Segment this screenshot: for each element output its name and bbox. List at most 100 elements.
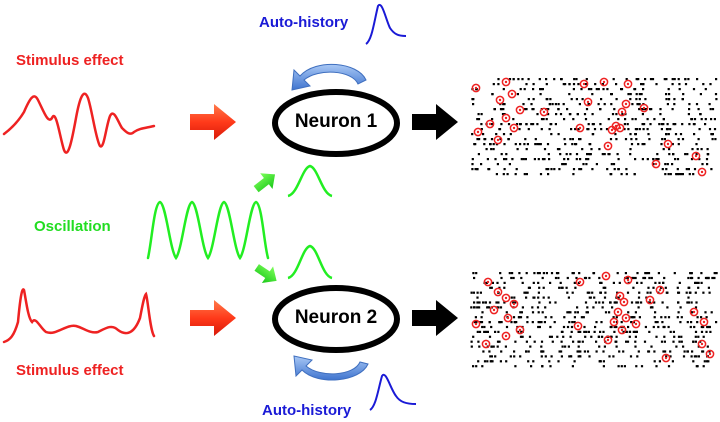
spike-tick xyxy=(662,123,665,126)
spike-tick xyxy=(620,365,623,368)
spike-tick xyxy=(612,355,615,358)
spike-tick xyxy=(666,291,669,294)
spike-tick xyxy=(661,321,664,324)
spike-tick xyxy=(549,98,552,101)
spike-tick xyxy=(635,98,638,101)
spike-tick xyxy=(669,173,672,176)
spike-tick xyxy=(706,153,709,156)
spike-tick xyxy=(481,311,484,314)
spike-tick xyxy=(668,93,671,96)
spike-tick xyxy=(713,118,716,121)
spike-tick xyxy=(523,173,526,176)
spike-tick xyxy=(505,153,508,156)
spike-tick xyxy=(538,301,541,304)
spike-tick xyxy=(537,311,540,314)
spike-marker xyxy=(623,275,633,285)
spike-tick xyxy=(655,158,658,161)
spike-marker-dot xyxy=(492,308,496,312)
spike-tick xyxy=(598,345,601,348)
spike-tick xyxy=(584,118,588,121)
spike-tick xyxy=(647,286,650,289)
spike-tick xyxy=(541,276,544,280)
spike-marker xyxy=(697,167,707,177)
spike-marker xyxy=(493,287,503,297)
spike-tick xyxy=(577,345,580,348)
spike-tick xyxy=(556,335,559,338)
spike-tick xyxy=(584,301,588,304)
spike-marker xyxy=(515,325,525,335)
spike-tick xyxy=(538,272,541,275)
spike-tick xyxy=(704,311,707,314)
spike-marker-dot xyxy=(612,320,616,324)
spike-tick xyxy=(476,330,479,333)
spike-tick xyxy=(690,355,693,358)
spike-tick xyxy=(532,281,535,284)
spike-tick xyxy=(579,330,582,333)
spike-tick xyxy=(615,345,618,348)
spike-tick xyxy=(653,360,656,363)
spike-marker xyxy=(661,353,671,363)
spike-tick xyxy=(693,355,696,358)
spike-tick xyxy=(492,83,495,86)
spike-tick xyxy=(580,316,583,319)
spike-tick xyxy=(590,335,593,338)
spike-tick xyxy=(636,103,639,106)
spike-tick xyxy=(665,168,668,171)
spike-tick xyxy=(676,173,679,176)
spike-marker-dot xyxy=(474,322,478,326)
spike-tick xyxy=(515,168,518,171)
spike-tick xyxy=(690,272,693,275)
spike-tick xyxy=(634,345,637,348)
spike-tick xyxy=(642,83,645,86)
spike-tick xyxy=(527,128,530,131)
spike-tick xyxy=(494,330,497,333)
spike-tick xyxy=(491,93,494,96)
spike-tick xyxy=(665,355,668,358)
spike-marker xyxy=(509,299,519,309)
spike-tick xyxy=(587,128,590,131)
spike-tick xyxy=(592,306,595,309)
spike-tick xyxy=(694,330,698,333)
spike-tick xyxy=(498,286,501,289)
spike-tick xyxy=(634,335,637,338)
spike-tick xyxy=(566,291,569,294)
spike-tick xyxy=(494,355,497,358)
spike-tick xyxy=(538,78,541,81)
spike-tick xyxy=(557,133,560,136)
spike-tick xyxy=(602,350,605,353)
spike-tick xyxy=(706,163,709,166)
spike-tick xyxy=(657,158,660,161)
spike-tick xyxy=(532,360,535,363)
spike-tick xyxy=(685,291,688,294)
spike-tick xyxy=(510,321,513,324)
spike-tick xyxy=(539,143,542,146)
spike-tick xyxy=(539,93,542,96)
spike-tick xyxy=(693,133,696,136)
spike-tick xyxy=(540,340,544,343)
spike-tick xyxy=(496,163,499,166)
stimulus-waveform-top xyxy=(2,92,156,154)
spike-tick xyxy=(509,355,512,358)
spike-tick xyxy=(503,168,506,171)
spike-tick xyxy=(646,128,649,131)
spike-tick xyxy=(547,296,550,299)
spike-tick xyxy=(473,301,476,304)
spike-tick xyxy=(649,108,652,111)
spike-tick xyxy=(634,340,637,343)
spike-tick xyxy=(642,276,645,280)
spike-tick xyxy=(700,330,704,333)
spike-tick xyxy=(586,306,589,309)
spike-tick xyxy=(525,291,528,294)
spike-tick xyxy=(604,291,607,294)
spike-tick xyxy=(673,272,676,275)
spike-tick xyxy=(511,158,514,161)
spike-tick xyxy=(539,88,542,91)
spike-tick xyxy=(692,340,695,343)
spike-raster-neuron-1 xyxy=(471,77,718,177)
spike-tick xyxy=(516,93,519,96)
spike-tick xyxy=(558,148,561,151)
spike-tick xyxy=(564,163,567,166)
spike-marker-dot xyxy=(658,288,662,292)
spike-tick xyxy=(688,103,691,106)
spike-tick xyxy=(704,123,707,126)
